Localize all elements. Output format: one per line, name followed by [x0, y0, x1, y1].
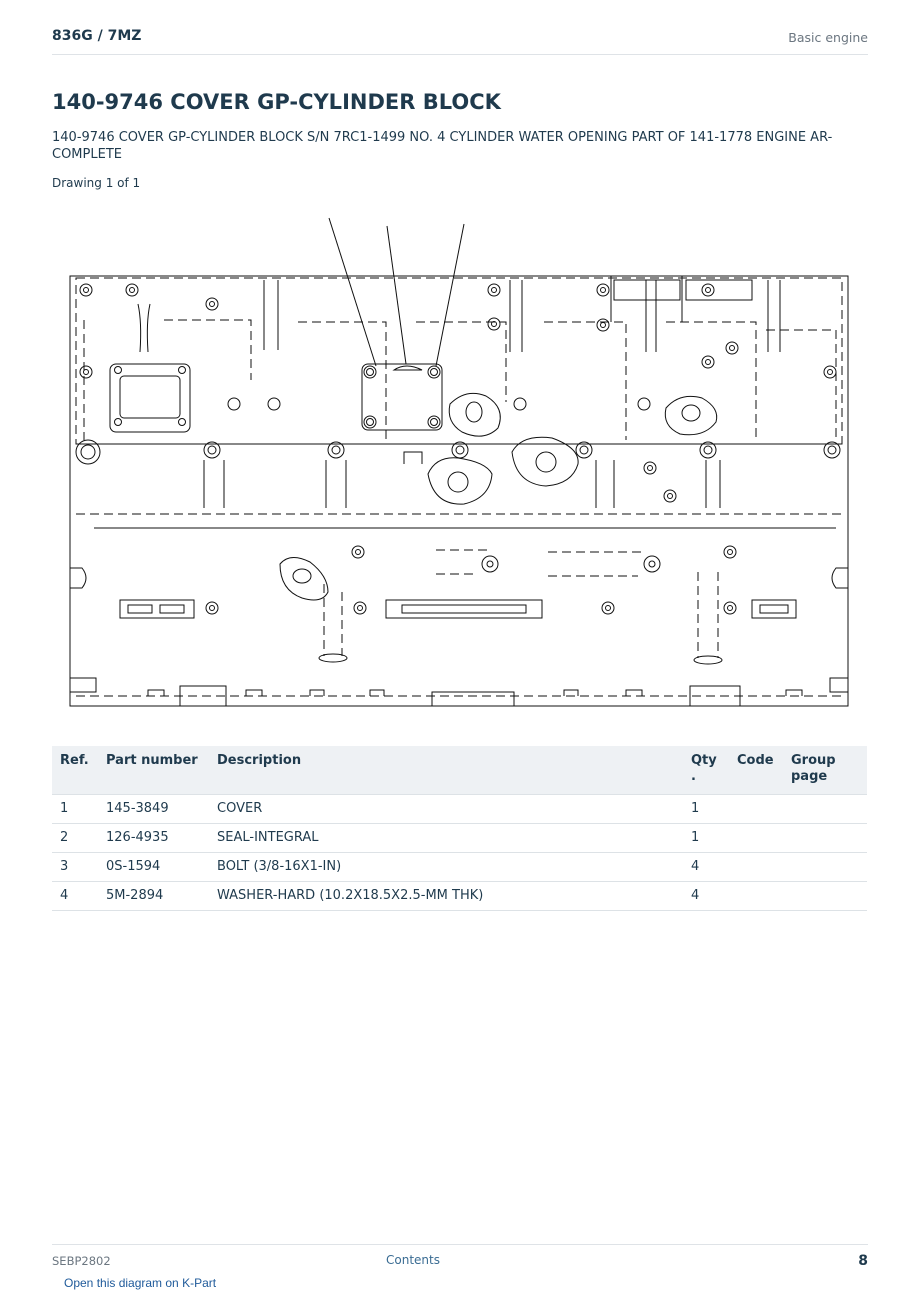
leader-line-2	[386, 225, 407, 365]
col-part-number: Part number	[98, 746, 209, 795]
table-row: 3 0S-1594 BOLT (3/8-16X1-IN) 4	[52, 852, 867, 882]
page-header: 836G / 7MZ Basic engine	[52, 28, 868, 55]
contents-link[interactable]: Contents	[386, 1253, 440, 1267]
col-description: Description	[209, 746, 683, 795]
col-ref: Ref.	[52, 746, 98, 795]
cell-part-number: 145-3849	[98, 794, 209, 824]
drawing-label: Drawing 1 of 1	[52, 176, 141, 190]
cell-description: SEAL-INTEGRAL	[209, 823, 683, 853]
cell-group-page	[783, 794, 867, 824]
cell-part-number: 0S-1594	[98, 852, 209, 882]
cell-part-number: 5M-2894	[98, 881, 209, 911]
kpart-link[interactable]: Open this diagram on K-Part	[64, 1276, 217, 1290]
col-code: Code	[729, 746, 783, 795]
leader-line-1	[328, 217, 377, 367]
leader-line-3	[435, 223, 465, 367]
cell-description: WASHER-HARD (10.2X18.5X2.5-MM THK)	[209, 881, 683, 911]
cell-ref: 4	[52, 881, 98, 911]
page-footer: SEBP2802 Contents 8	[52, 1244, 868, 1275]
cell-description: BOLT (3/8-16X1-IN)	[209, 852, 683, 882]
cell-code	[729, 852, 783, 882]
table-row: 2 126-4935 SEAL-INTEGRAL 1	[52, 823, 867, 853]
cell-ref: 2	[52, 823, 98, 853]
cell-ref: 1	[52, 794, 98, 824]
table-row: 4 5M-2894 WASHER-HARD (10.2X18.5X2.5-MM …	[52, 881, 867, 911]
cell-qty: 4	[683, 881, 729, 911]
cell-ref: 3	[52, 852, 98, 882]
parts-table: Ref. Part number Description Qty . Code …	[52, 746, 867, 911]
upper-deck-outline	[75, 277, 843, 445]
cell-qty: 4	[683, 852, 729, 882]
table-row: 1 145-3849 COVER 1	[52, 794, 867, 824]
cell-description: COVER	[209, 794, 683, 824]
section-label: Basic engine	[788, 30, 868, 45]
cell-qty: 1	[683, 794, 729, 824]
document-id: SEBP2802	[52, 1254, 111, 1268]
cylinder-block-drawing	[69, 217, 849, 707]
col-group-page: Group page	[783, 746, 867, 795]
cell-part-number: 126-4935	[98, 823, 209, 853]
cell-group-page	[783, 852, 867, 882]
cell-group-page	[783, 881, 867, 911]
parts-diagram[interactable]	[66, 212, 856, 712]
cell-code	[729, 881, 783, 911]
page-number: 8	[858, 1253, 868, 1269]
col-qty: Qty .	[683, 746, 729, 795]
block-outline	[69, 275, 849, 707]
page-subtitle: 140-9746 COVER GP-CYLINDER BLOCK S/N 7RC…	[52, 130, 833, 162]
cell-qty: 1	[683, 823, 729, 853]
cell-group-page	[783, 823, 867, 853]
page-title: 140-9746 COVER GP-CYLINDER BLOCK	[52, 90, 501, 114]
cell-code	[729, 794, 783, 824]
table-header-row: Ref. Part number Description Qty . Code …	[52, 746, 867, 795]
bolt-holes	[75, 283, 841, 615]
cell-code	[729, 823, 783, 853]
cover-part	[361, 363, 443, 431]
model-label: 836G / 7MZ	[52, 28, 142, 44]
